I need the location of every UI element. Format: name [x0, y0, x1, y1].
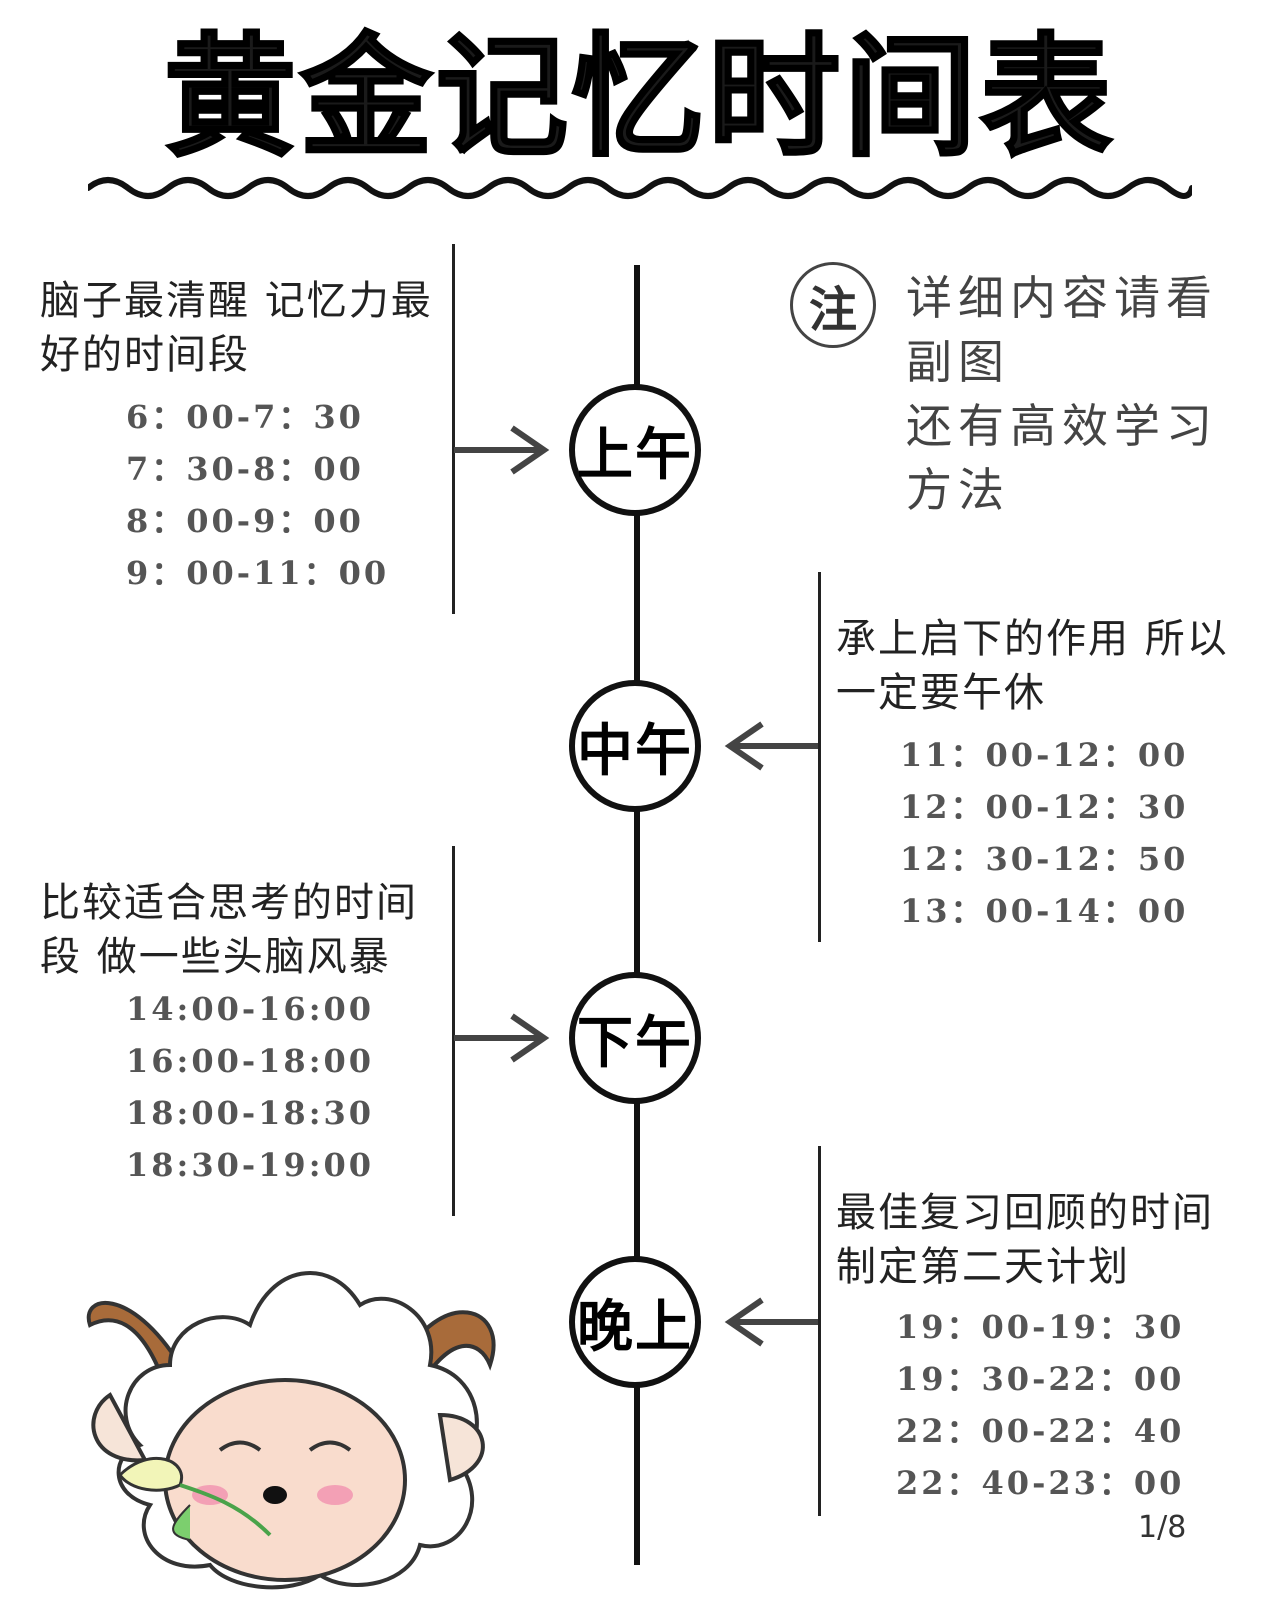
sheep-mascot-illustration: [86, 1270, 496, 1590]
desc-line: 比较适合思考的时间: [40, 880, 418, 926]
time-slot: 8：00-9：00: [126, 502, 364, 540]
time-slot: 11：00-12：00: [900, 736, 1189, 774]
arrow-right-icon: [454, 425, 550, 475]
afternoon-bracket-line: [452, 846, 455, 1216]
time-slot: 7：30-8：00: [126, 450, 364, 488]
arrow-left-icon: [724, 1297, 820, 1347]
note-text: 详细内容请看 副图 还有高效学习 方法: [906, 266, 1246, 522]
note-badge: 注: [790, 262, 876, 348]
time-slot: 13：00-14：00: [900, 892, 1189, 930]
time-slot: 12：30-12：50: [900, 840, 1189, 878]
morning-bracket-line: [452, 244, 455, 614]
desc-line: 最佳复习回顾的时间: [836, 1190, 1214, 1236]
time-slot: 14:00-16:00: [126, 990, 375, 1028]
desc-line: 承上启下的作用 所以: [836, 616, 1229, 662]
time-slot: 22：40-23：00: [896, 1464, 1185, 1502]
desc-line: 段 做一些头脑风暴: [40, 934, 391, 980]
node-morning: 上午: [569, 384, 701, 516]
noon-description: 承上启下的作用 所以 一定要午休: [836, 612, 1229, 720]
time-slot: 12：00-12：30: [900, 788, 1189, 826]
node-evening: 晚上: [569, 1256, 701, 1388]
arrow-right-icon: [454, 1013, 550, 1063]
note-line: 方法: [906, 463, 1010, 517]
timeline-axis: [634, 265, 640, 1565]
desc-line: 脑子最清醒 记忆力最: [40, 278, 433, 324]
afternoon-description: 比较适合思考的时间 段 做一些头脑风暴: [40, 876, 418, 984]
note-line: 详细内容请看: [906, 271, 1218, 325]
arrow-left-icon: [724, 721, 820, 771]
page-title: 黄金记忆时间表: [163, 20, 1116, 177]
time-slot: 19：30-22：00: [896, 1360, 1185, 1398]
desc-line: 一定要午休: [836, 670, 1046, 716]
evening-bracket-line: [818, 1146, 821, 1516]
desc-line: 制定第二天计划: [836, 1244, 1130, 1290]
time-slot: 9：00-11：00: [126, 554, 390, 592]
title-wave-divider: [88, 177, 1192, 199]
node-afternoon: 下午: [569, 972, 701, 1104]
time-slot: 18:30-19:00: [126, 1146, 375, 1184]
afternoon-times: 14:00-16:00 16:00-18:00 18:00-18:30 18:3…: [126, 990, 374, 1198]
desc-line: 好的时间段: [40, 332, 250, 378]
note-line: 还有高效学习: [906, 399, 1218, 453]
node-noon: 中午: [569, 680, 701, 812]
morning-description: 脑子最清醒 记忆力最 好的时间段: [40, 274, 433, 382]
noon-bracket-line: [818, 572, 821, 942]
evening-times: 19：00-19：30 19：30-22：00 22：00-22：40 22：4…: [896, 1302, 1184, 1510]
time-slot: 22：00-22：40: [896, 1412, 1185, 1450]
note-line: 副图: [906, 335, 1010, 389]
time-slot: 6：00-7：30: [126, 398, 364, 436]
time-slot: 18:00-18:30: [126, 1094, 375, 1132]
morning-times: 6：00-7：30 7：30-8：00 8：00-9：00 9：00-11：00: [126, 392, 389, 600]
noon-times: 11：00-12：00 12：00-12：30 12：30-12：50 13：0…: [900, 730, 1188, 938]
time-slot: 19：00-19：30: [896, 1308, 1185, 1346]
page-indicator: 1/8: [1138, 1510, 1187, 1545]
time-slot: 16:00-18:00: [126, 1042, 375, 1080]
evening-description: 最佳复习回顾的时间 制定第二天计划: [836, 1186, 1214, 1294]
